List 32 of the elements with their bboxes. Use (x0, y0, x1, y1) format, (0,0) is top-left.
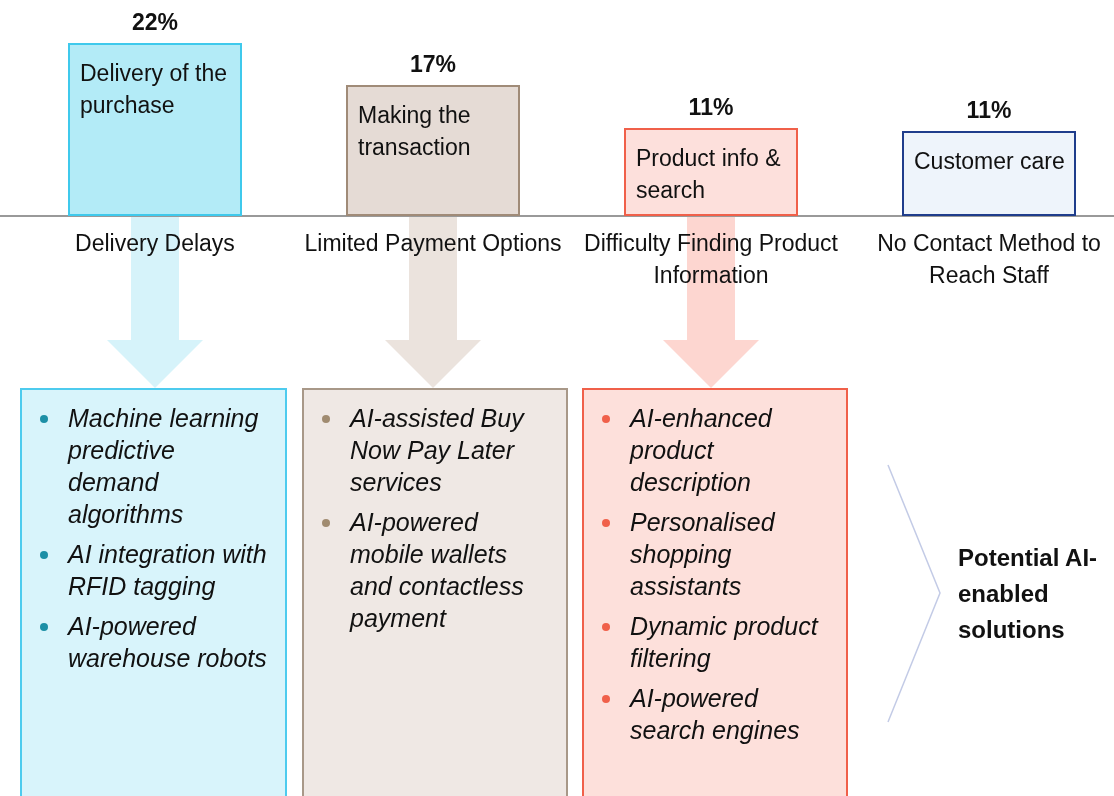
solution-box (302, 388, 568, 796)
bar-label: Making the transaction (358, 101, 472, 162)
category-label: Delivery Delays (74, 229, 236, 258)
bullet-text: AI integration with RFID tagging (68, 539, 267, 602)
block-arrow (385, 217, 481, 388)
percentage-label: 22% (130, 9, 179, 36)
bullet-text: AI-powered search engines (630, 683, 801, 746)
bullet-text: Dynamic product filtering (630, 611, 820, 674)
block-arrow (107, 217, 203, 388)
category-label: Limited Payment Options (303, 229, 563, 258)
solution-box (20, 388, 287, 796)
solution-box (582, 388, 848, 796)
percentage-label: 11% (687, 94, 735, 121)
bar-label: Customer care (914, 147, 1066, 176)
bar (902, 131, 1076, 216)
block-arrow (663, 217, 759, 388)
category-label: No Contact Method to Reach Staff (876, 229, 1102, 290)
bullet-text: AI-powered warehouse robots (68, 611, 267, 674)
bar (624, 128, 798, 216)
category-label: Difficulty Finding Product Information (583, 229, 839, 290)
bar-label: Delivery of the purchase (80, 59, 228, 120)
percentage-label: 17% (408, 51, 457, 78)
bar-label: Product info & search (636, 144, 782, 205)
side-label: Potential AI-enabled solutions (958, 543, 1099, 645)
bullet-text: Machine learning predictive demand algorithms (68, 403, 260, 530)
bullet-text: AI-assisted Buy Now Pay Later services (350, 403, 526, 498)
percentage-label: 11% (965, 97, 1013, 124)
bullet-text: AI-enhanced product description (630, 403, 774, 498)
bar (68, 43, 242, 216)
bullet-text: AI-powered mobile wallets and contactless payment (350, 507, 525, 634)
bullet-text: Personalised shopping assistants (630, 507, 777, 602)
bar (346, 85, 520, 216)
